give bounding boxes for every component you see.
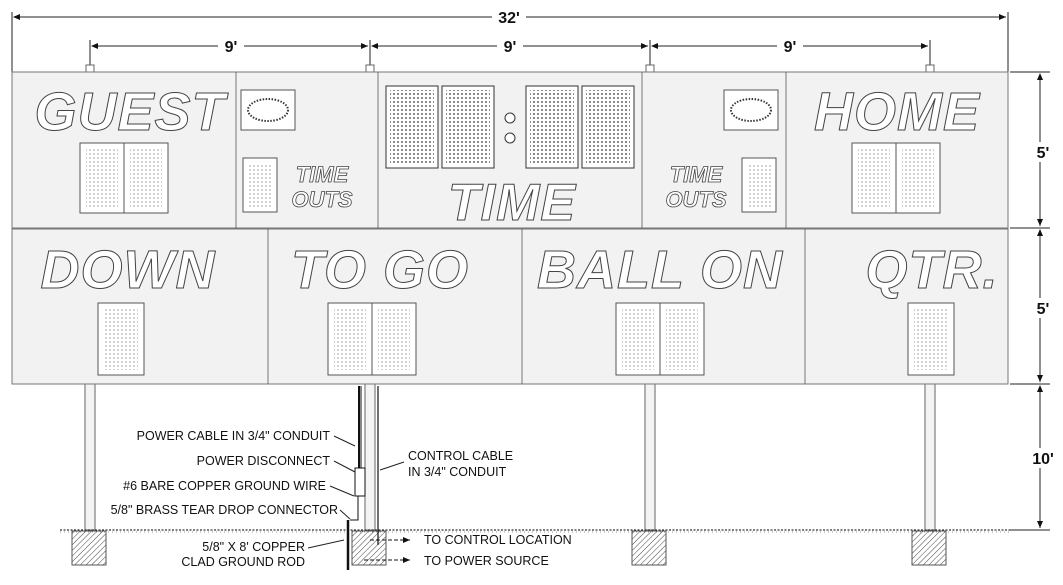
bottom-row (11, 228, 1009, 385)
section-1-width: 9' (225, 39, 238, 56)
to-go-label: TO GO (291, 240, 469, 300)
to-go-panel: TO GO (290, 240, 469, 376)
guest-panel: GUEST (34, 82, 228, 214)
guest-timeouts-panel: TIME OUTS (240, 89, 353, 213)
footing-4 (911, 530, 947, 566)
power-disconnect-box (354, 467, 366, 497)
footing-2 (351, 530, 387, 566)
power-disconnect-callout: POWER DISCONNECT (197, 454, 331, 468)
ball-on-panel: BALL ON (537, 240, 783, 376)
ball-on-label: BALL ON (537, 240, 783, 300)
top-height-label: 5' (1037, 145, 1050, 162)
time-label: TIME (448, 174, 577, 232)
ground-rod-callout-1: 5/8" X 8' COPPER (202, 540, 305, 554)
overall-dimension: 32' (11, 8, 1009, 72)
overall-width-label: 32' (498, 10, 520, 27)
clock-digits (385, 85, 635, 169)
section-3-width: 9' (784, 39, 797, 56)
guest-timeouts-line2: OUTS (291, 187, 352, 212)
guest-label: GUEST (34, 82, 228, 142)
home-score-digits (851, 142, 941, 214)
control-cable-callout-2: IN 3/4" CONDUIT (408, 465, 507, 479)
home-possession-indicator (730, 98, 772, 122)
support-poles (84, 383, 936, 531)
qtr-label: QTR. (866, 240, 999, 300)
home-label: HOME (814, 82, 981, 142)
top-row (11, 71, 1009, 229)
ground-rod-callout-2: CLAD GROUND ROD (181, 555, 305, 569)
qtr-panel: QTR. (865, 240, 999, 376)
pole-height-label: 10' (1032, 451, 1054, 468)
ground-line (60, 529, 1010, 566)
to-control-callout: TO CONTROL LOCATION (424, 533, 572, 547)
home-timeouts-line1: TIME (670, 162, 724, 187)
home-timeouts-line2: OUTS (665, 187, 726, 212)
connector-callout: 5/8" BRASS TEAR DROP CONNECTOR (111, 503, 338, 517)
guest-possession-indicator (247, 98, 289, 122)
segment-dimensions: 9' 9' 9' (85, 37, 935, 74)
footing-1 (71, 530, 107, 566)
electrical-details: POWER CABLE IN 3/4" CONDUIT POWER DISCON… (111, 386, 572, 570)
to-power-callout: TO POWER SOURCE (424, 554, 549, 568)
down-panel: DOWN (40, 240, 216, 376)
section-2-width: 9' (504, 39, 517, 56)
ground-wire-callout: #6 BARE COPPER GROUND WIRE (123, 479, 326, 493)
footing-3 (631, 530, 667, 566)
guest-timeouts-line1: TIME (296, 162, 350, 187)
power-cable-callout: POWER CABLE IN 3/4" CONDUIT (137, 429, 331, 443)
time-panel: TIME (385, 85, 635, 233)
control-cable-callout-1: CONTROL CABLE (408, 449, 513, 463)
bottom-height-label: 5' (1037, 301, 1050, 318)
down-label: DOWN (41, 240, 216, 300)
height-dimensions: 5' 5' 10' (1010, 71, 1062, 531)
home-panel: HOME (814, 82, 981, 214)
guest-score-digits (79, 142, 169, 214)
home-timeouts-panel: TIME OUTS (665, 89, 779, 213)
